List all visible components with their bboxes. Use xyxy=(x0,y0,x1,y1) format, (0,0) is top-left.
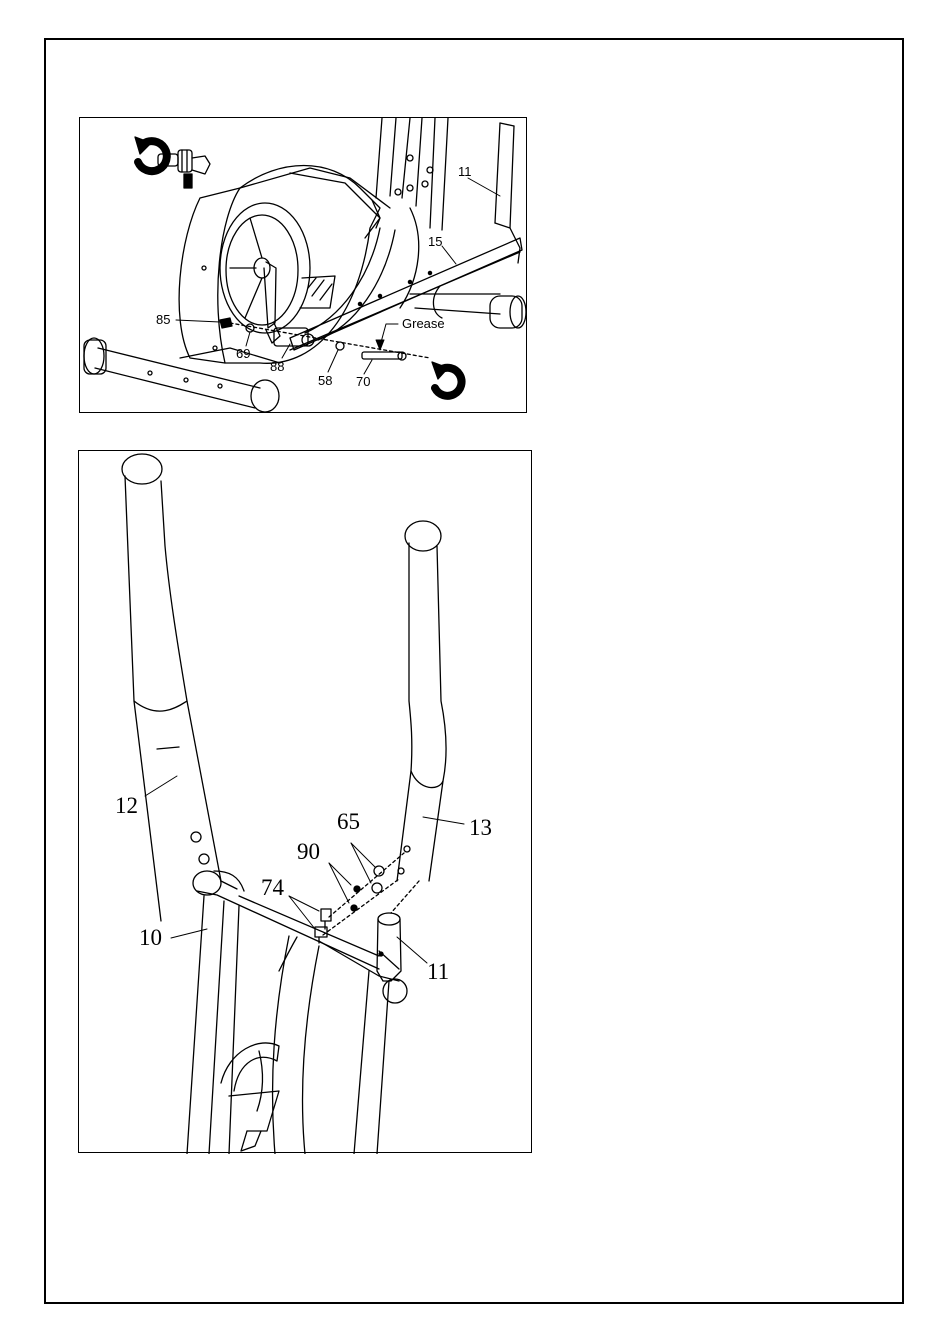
label-70: 70 xyxy=(356,374,370,389)
top-assembly-panel: 11 15 85 69 88 58 70 Grease xyxy=(79,117,527,413)
label-10: 10 xyxy=(139,925,162,950)
label-65: 65 xyxy=(337,809,360,834)
label-74: 74 xyxy=(261,875,285,900)
post-11 xyxy=(377,881,419,981)
upright-frame xyxy=(372,118,520,263)
label-69: 69 xyxy=(236,346,250,361)
exploded-hardware xyxy=(220,318,430,360)
bottom-assembly-panel: 12 13 65 90 74 10 11 xyxy=(78,450,532,1153)
label-58: 58 xyxy=(318,373,332,388)
label-13: 13 xyxy=(469,815,492,840)
right-handlebar-13 xyxy=(397,521,446,881)
exploded-hardware-bottom xyxy=(315,853,404,943)
front-stabilizer xyxy=(84,338,280,412)
label-12: 12 xyxy=(115,793,138,818)
vertical-tubes xyxy=(187,896,389,1154)
label-15: 15 xyxy=(428,234,442,249)
top-assembly-drawing: 11 15 85 69 88 58 70 Grease xyxy=(80,118,528,414)
bottom-assembly-drawing: 12 13 65 90 74 10 11 xyxy=(79,451,533,1154)
label-85: 85 xyxy=(156,312,170,327)
rotate-clockwise-icon-2 xyxy=(432,362,462,396)
flywheel-housing xyxy=(179,166,390,364)
label-11-bottom: 11 xyxy=(427,959,449,984)
grease-note: Grease xyxy=(402,316,445,331)
label-90: 90 xyxy=(297,839,320,864)
left-handlebar-12 xyxy=(122,454,237,921)
label-88: 88 xyxy=(270,359,284,374)
label-11: 11 xyxy=(458,164,472,179)
crossbar-10 xyxy=(193,871,407,1003)
leader-lines xyxy=(176,178,500,374)
